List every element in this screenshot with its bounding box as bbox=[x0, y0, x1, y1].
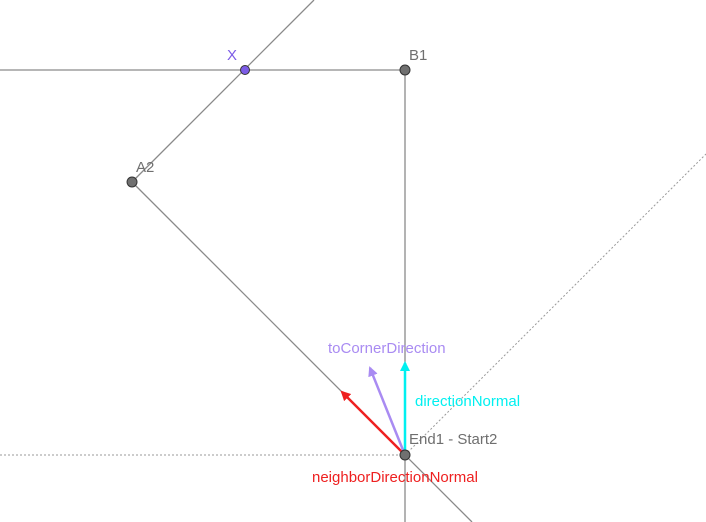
direction-normal-label: directionNormal bbox=[415, 393, 520, 410]
line-a2-x-extension bbox=[131, 0, 315, 183]
point-x-label: X bbox=[227, 47, 237, 64]
point-end1-start2-label: End1 - Start2 bbox=[409, 431, 497, 448]
point-b1[interactable] bbox=[399, 64, 411, 76]
point-b1-label: B1 bbox=[409, 47, 427, 64]
neighbor-direction-normal-arrow bbox=[340, 390, 406, 456]
dotted-diagonal-line bbox=[404, 153, 706, 456]
point-a2[interactable] bbox=[126, 176, 138, 188]
point-a2-label: A2 bbox=[136, 159, 154, 176]
to-corner-direction-arrow bbox=[368, 366, 407, 456]
line-a2-end1-extension bbox=[131, 181, 473, 522]
neighbor-direction-normal-label: neighborDirectionNormal bbox=[312, 469, 478, 486]
point-x[interactable] bbox=[240, 65, 250, 75]
point-end1-start2[interactable] bbox=[399, 449, 411, 461]
to-corner-direction-label: toCornerDirection bbox=[328, 340, 446, 357]
